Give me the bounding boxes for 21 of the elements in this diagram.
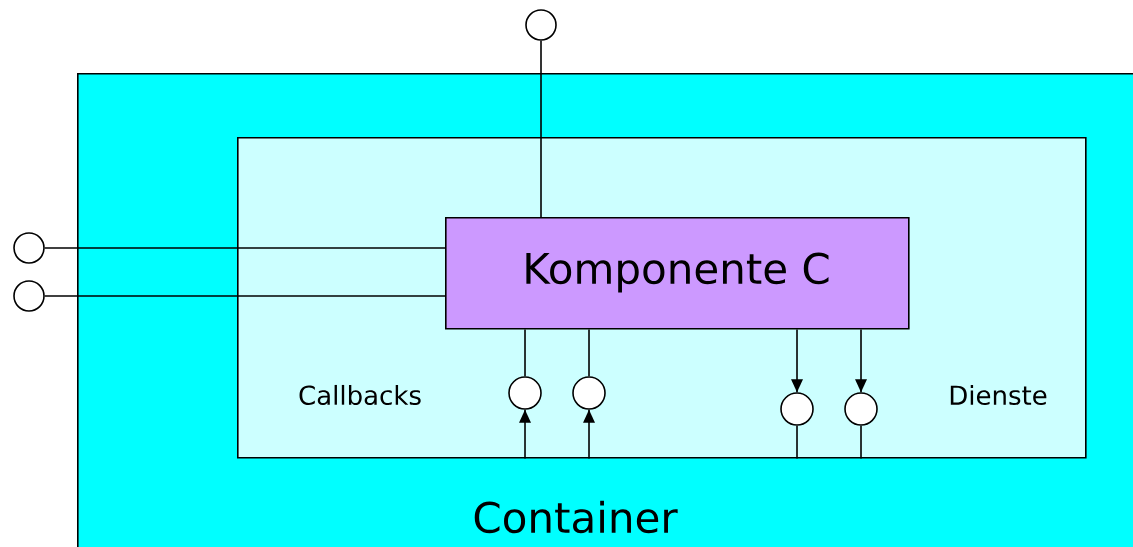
section-label: Dienste (950, 384, 1047, 406)
arrow (791, 328, 803, 393)
port-circle (572, 376, 606, 410)
port-circle (508, 376, 542, 410)
port-circle (13, 232, 45, 264)
section-label: Callbacks (299, 384, 421, 406)
connector-line (540, 40, 542, 218)
connector-line (524, 328, 526, 377)
connector-line (796, 425, 798, 460)
arrow (583, 409, 595, 460)
connector-line (44, 247, 446, 249)
connector-line (588, 328, 590, 377)
arrow (519, 409, 531, 460)
port-circle (780, 392, 814, 426)
port-circle (13, 280, 45, 312)
port-circle (525, 9, 557, 41)
port-circle (844, 392, 878, 426)
connector-line (860, 425, 862, 460)
arrow (855, 328, 867, 393)
connector-line (44, 295, 446, 297)
component-box: Komponente C (445, 217, 910, 330)
